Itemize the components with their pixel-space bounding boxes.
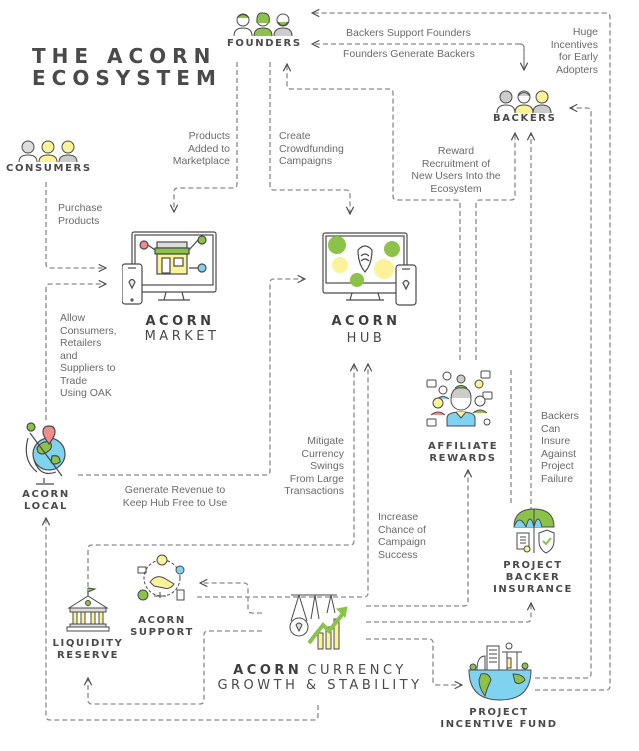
edge-founders-to-market	[174, 62, 238, 212]
edge-affiliate-to-founders	[287, 64, 461, 360]
edge-currency-to-affiliate	[366, 470, 468, 607]
label-huge-incentives: Huge Incentives for Early Adopters	[550, 26, 598, 76]
label-products-added: Products Added to Marketplace	[172, 130, 230, 167]
label-generate-revenue: Generate Revenue to Keep Hub Free to Use	[122, 484, 228, 509]
market-label-bold: ACORN	[145, 314, 215, 329]
globe-pin-icon	[22, 418, 70, 488]
support-label: ACORN SUPPORT	[130, 615, 194, 638]
liquidity-label: LIQUIDITY RESERVE	[52, 638, 124, 661]
local-label: ACORN LOCAL	[22, 489, 70, 512]
label-purchase-products: Purchase Products	[58, 202, 103, 227]
edge-liquidity-to-hub	[87, 364, 354, 595]
edge-consumers-to-market	[45, 182, 106, 268]
label-backers-support-founders: Backers Support Founders	[346, 27, 471, 39]
umbrella-shield-icon	[512, 507, 556, 557]
label-allow-trade: Allow Consumers, Retailers and Suppliers…	[60, 312, 117, 399]
title-line-1: THE ACORN	[32, 44, 217, 68]
edge-local-to-hub	[78, 279, 305, 476]
market-label-thin: MARKET	[144, 329, 220, 344]
handshake-icon	[136, 552, 188, 604]
edge-backers-to-founders	[312, 44, 525, 70]
fund-label: PROJECT INCENTIVE FUND	[440, 707, 558, 730]
edge-fund-to-backers	[535, 108, 592, 679]
currency-label-thin-1: CURRENCY	[307, 663, 407, 678]
insurance-label: PROJECT BACKER INSURANCE	[493, 560, 573, 595]
edge-currency-to-insurance	[366, 603, 531, 623]
consumers-label: CONSUMERS	[6, 163, 92, 174]
label-reward-recruitment: Reward Recruitment of New Users Into the…	[411, 145, 501, 195]
edge-affiliate-to-backers	[475, 133, 515, 360]
bank-building-icon	[66, 584, 110, 634]
title-line-2: ECOSYSTEM	[32, 66, 222, 90]
city-globe-icon	[467, 640, 533, 704]
edge-currency-to-support	[200, 583, 262, 614]
label-founders-generate-backers: Founders Generate Backers	[343, 48, 475, 60]
hub-monitor-icon	[322, 232, 418, 306]
currency-label: ACORN CURRENCY GROWTH & STABILITY	[214, 659, 426, 693]
affiliate-people-icon	[425, 368, 497, 434]
affiliate-label: AFFILIATE REWARDS	[428, 441, 499, 464]
hub-label-thin: HUB	[346, 331, 386, 346]
edge-currency-to-liquidity	[88, 630, 262, 705]
edge-bottom-to-local	[46, 518, 319, 721]
backers-label: BACKERS	[493, 113, 557, 124]
marketplace-monitor-icon	[122, 230, 218, 306]
label-create-campaigns: Create Crowdfunding Campaigns	[279, 130, 344, 167]
edge-support-to-hub	[197, 364, 368, 598]
edge-local-to-market	[45, 284, 106, 420]
label-mitigate-swings: Mitigate Currency Swings From Large Tran…	[284, 435, 344, 497]
currency-label-bold: ACORN	[233, 663, 303, 678]
edge-fund-to-founders	[312, 13, 611, 691]
hub-label-bold: ACORN	[331, 314, 401, 329]
label-increase-chance: Increase Chance of Campaign Success	[378, 511, 426, 561]
currency-label-thin-2: GROWTH & STABILITY	[217, 678, 423, 693]
edge-currency-to-fund	[366, 638, 462, 685]
founders-label: FOUNDERS	[227, 38, 302, 49]
page-title: THE ACORN ECOSYSTEM	[32, 45, 222, 89]
scale-growth-icon	[285, 593, 351, 651]
consumers-group-icon	[18, 137, 78, 163]
founders-group-icon	[233, 9, 293, 37]
label-insure-failure: Backers Can Insure Against Project Failu…	[541, 410, 579, 485]
backers-group-icon	[496, 86, 556, 114]
